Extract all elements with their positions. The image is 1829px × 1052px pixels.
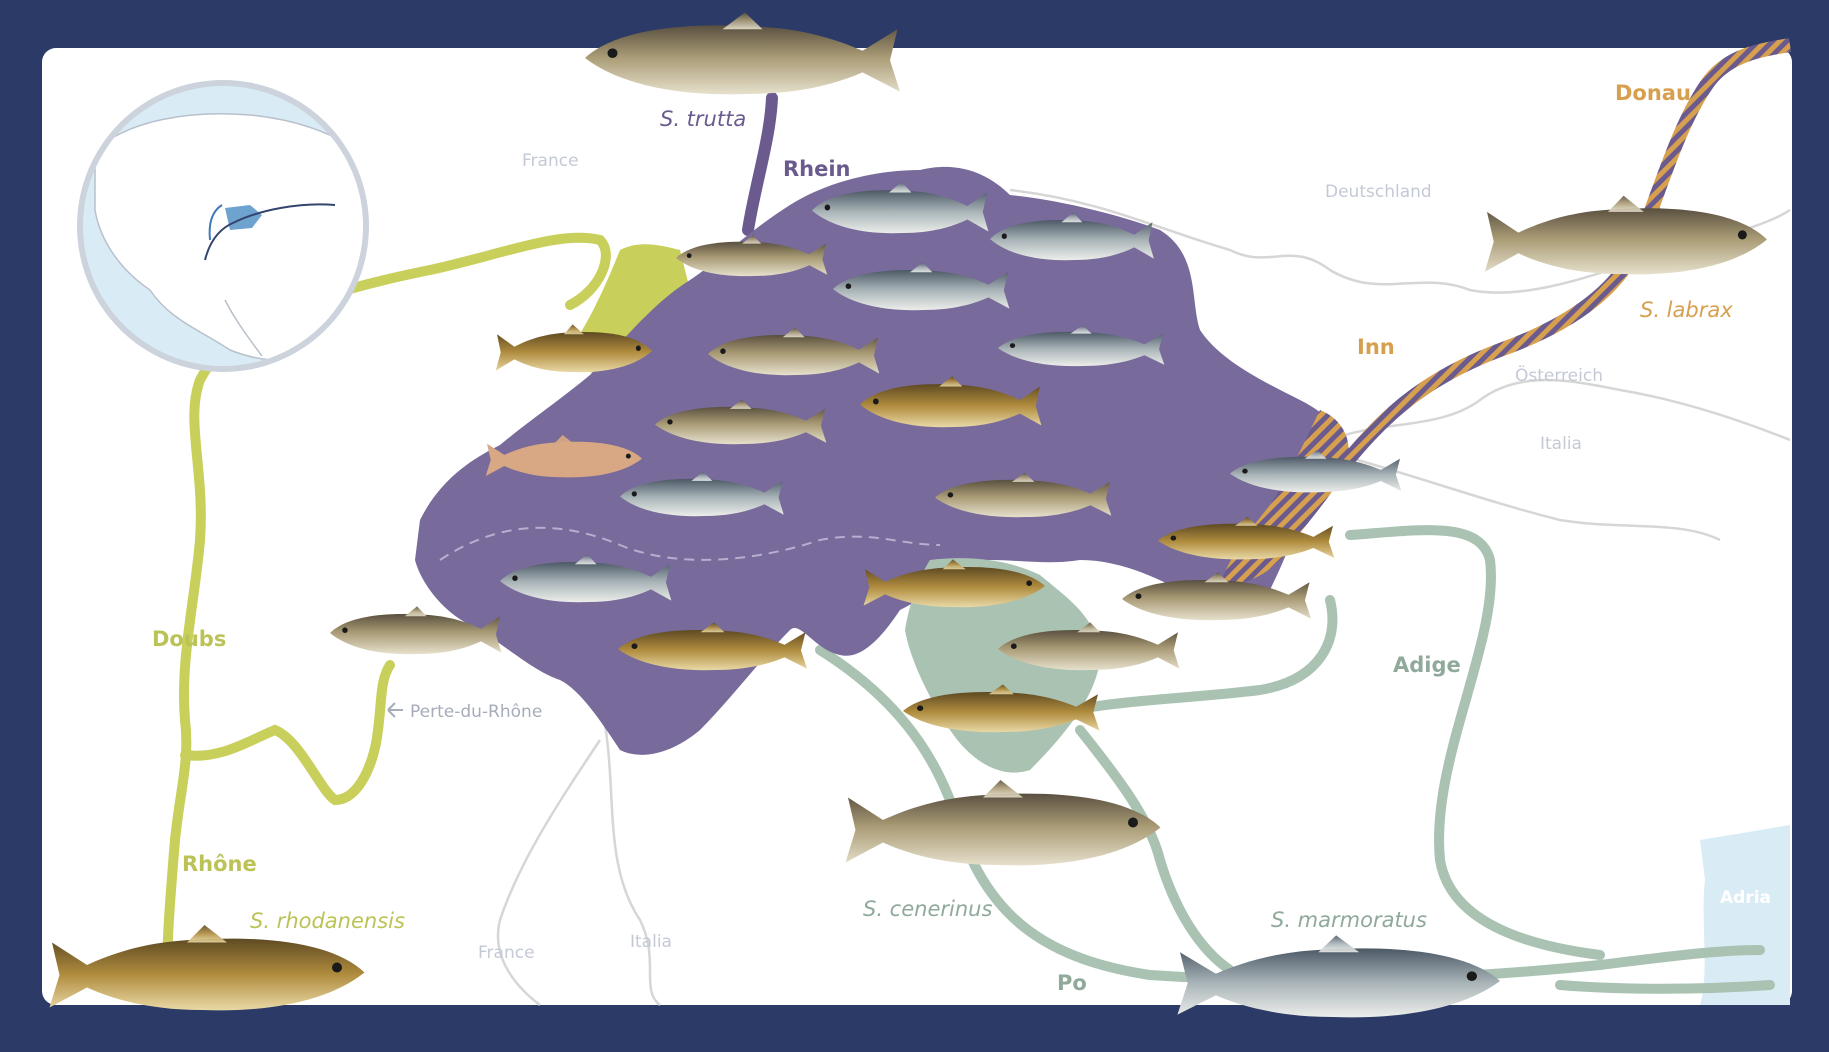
river-rhone-doubs [162,232,611,1005]
label-deutschland: Deutschland [1325,182,1432,202]
label-italia-east: Italia [1540,434,1582,454]
adriatic-sea [1700,825,1790,1005]
river-po-adige [815,525,1775,994]
label-rhone: Rhône [182,852,257,876]
label-species-labrax: S. labrax [1640,298,1733,322]
switzerland [415,166,1344,755]
watershed-line [439,526,941,561]
locator-globe-icon [77,80,369,372]
label-italia-south: Italia [630,932,672,952]
label-france-north: France [522,151,579,171]
label-osterreich: Österreich [1515,364,1603,386]
label-donau: Donau [1615,81,1691,105]
label-france-south: France [478,943,535,963]
label-doubs: Doubs [152,627,226,651]
label-species-cenerinus: S. cenerinus [863,897,992,921]
label-adria: Adria [1720,888,1771,908]
label-po: Po [1057,971,1087,995]
label-rhein: Rhein [783,157,851,181]
label-inn: Inn [1357,335,1395,359]
river-rhein [742,92,778,236]
label-species-marmoratus: S. marmoratus [1271,908,1427,932]
label-perte-du-rhone: Perte-du-Rhône [410,702,542,722]
arrow-left-icon [387,702,403,718]
label-adige: Adige [1393,653,1461,677]
label-species-trutta: S. trutta [660,107,746,131]
label-species-rhodanensis: S. rhodanensis [250,909,405,933]
